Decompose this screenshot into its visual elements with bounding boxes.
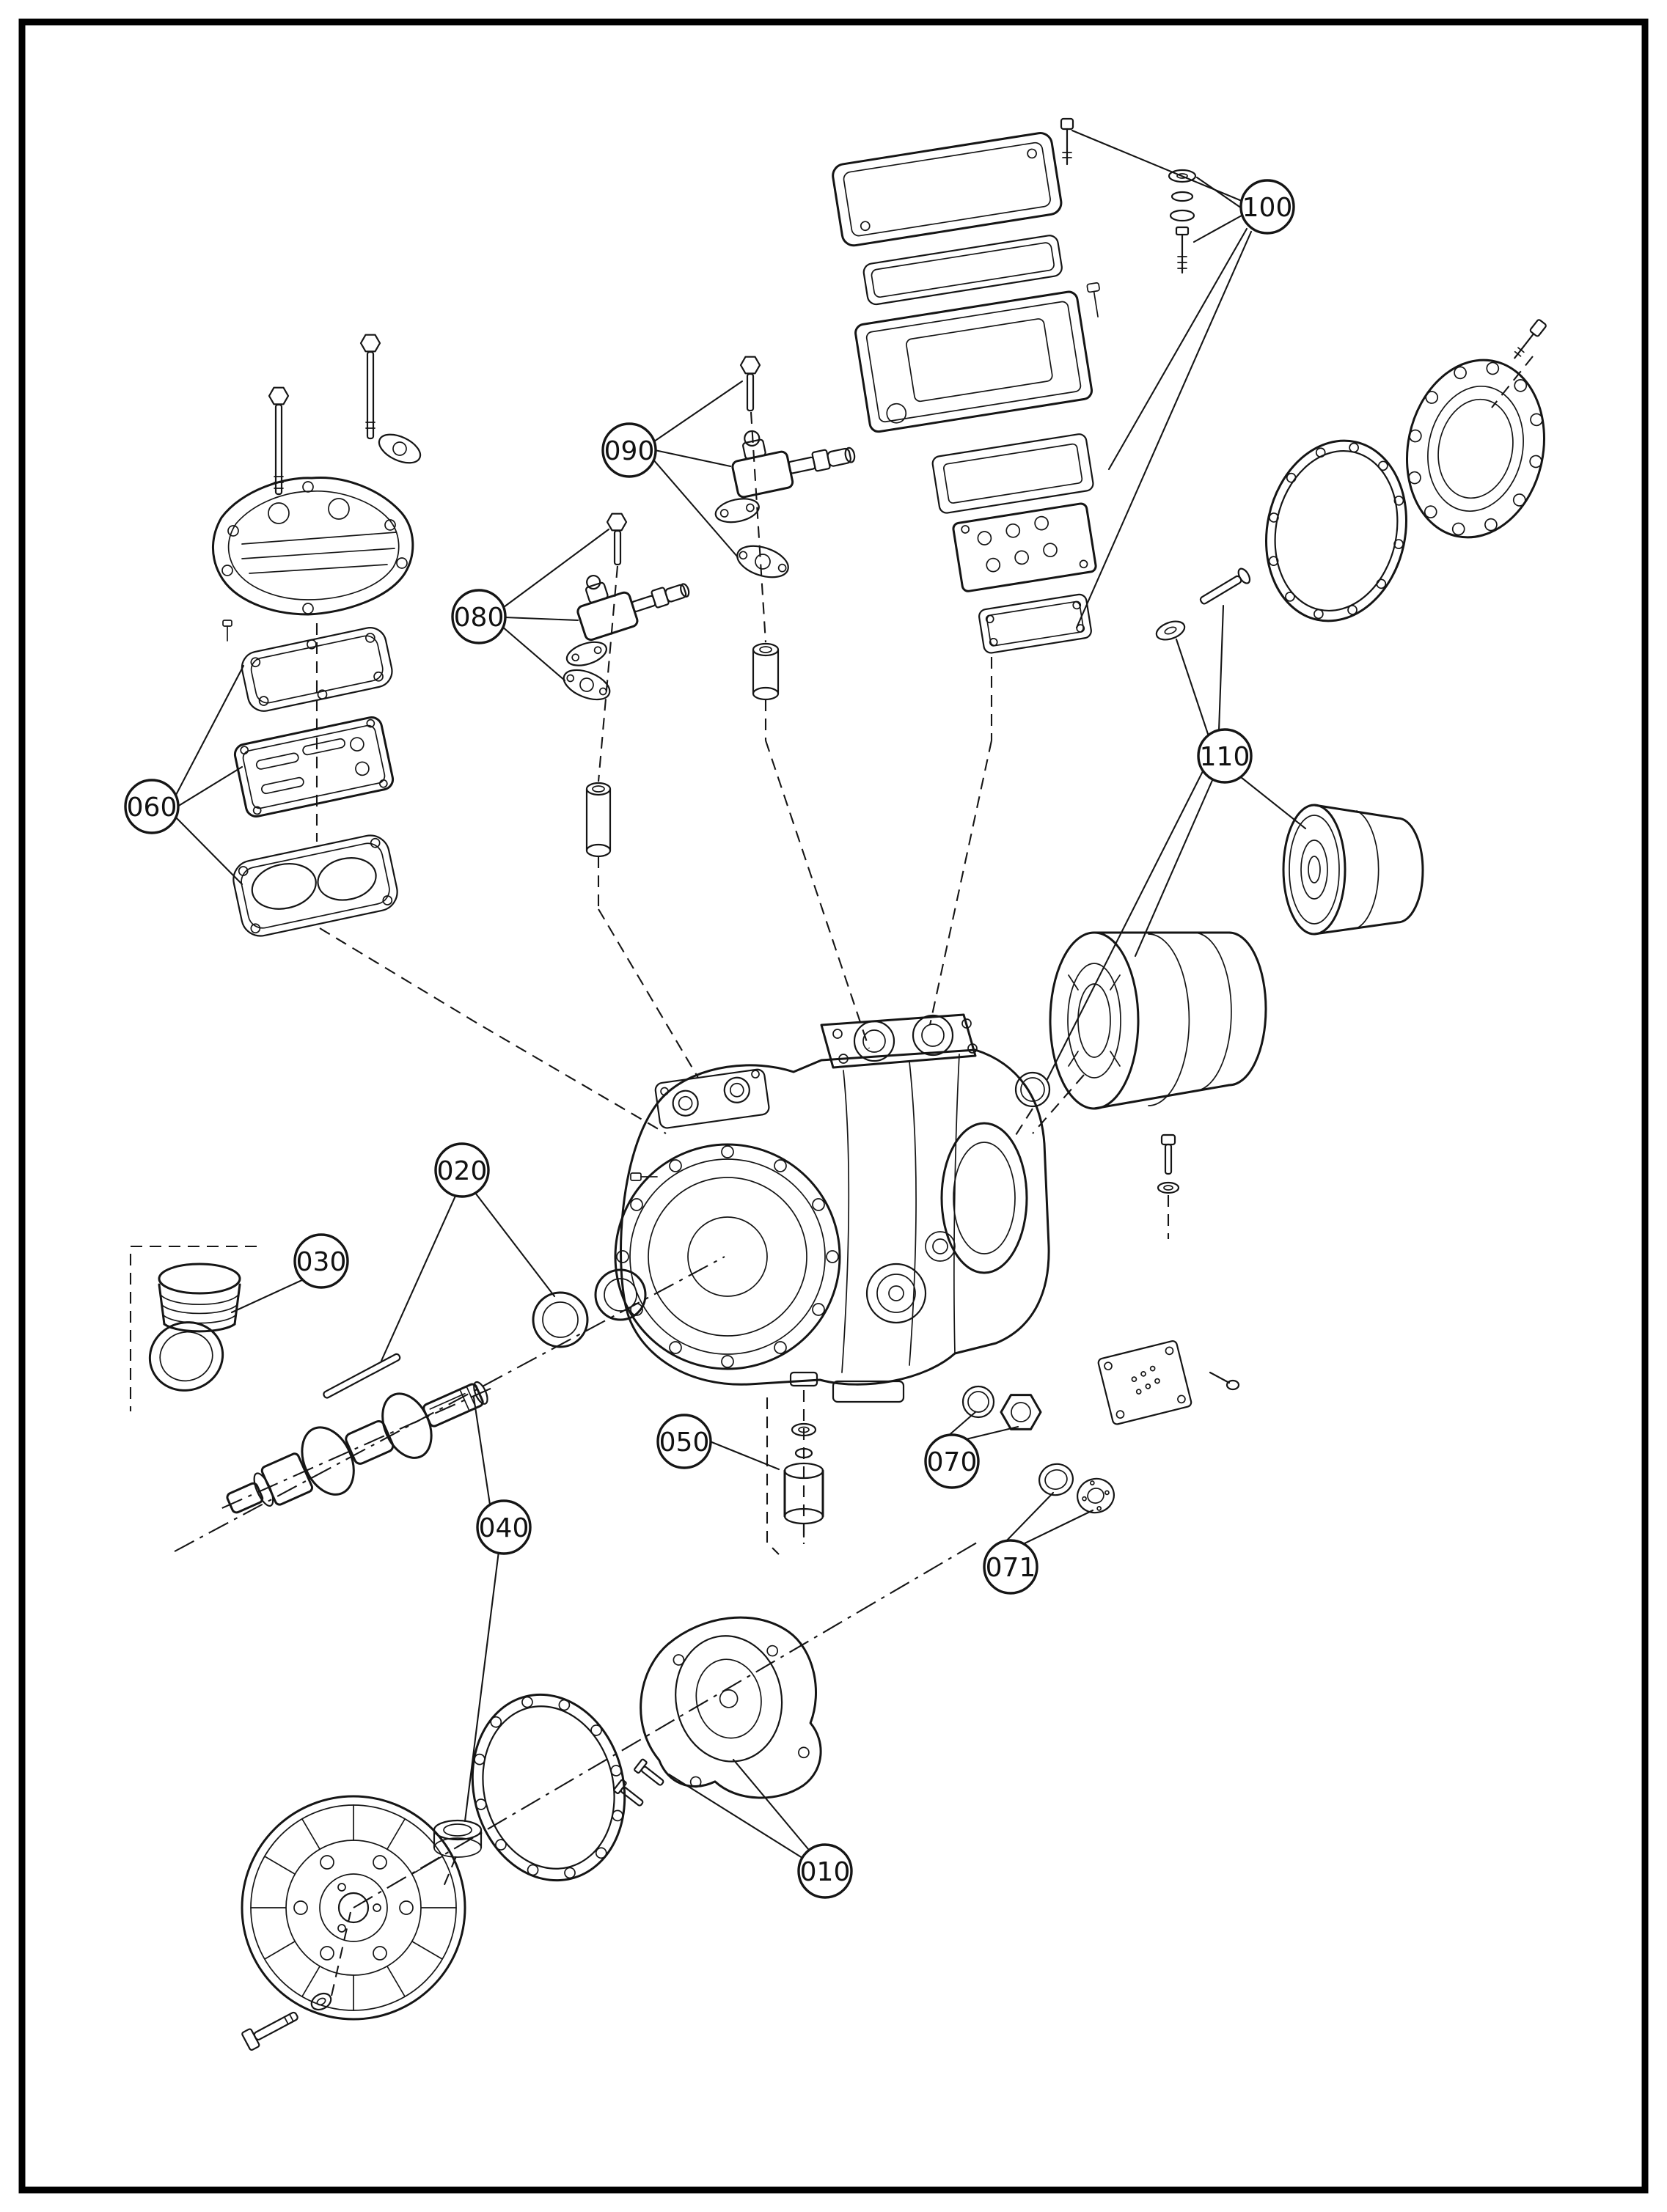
sight-glass-plate — [1097, 1340, 1192, 1425]
callout-090-label: 090 — [604, 436, 655, 466]
valve-080-flange — [563, 669, 611, 701]
bushing-1 — [532, 1291, 589, 1348]
flange-gasket-ring — [1265, 439, 1407, 622]
page-border — [18, 18, 1649, 2194]
valve-090-flange — [736, 545, 789, 578]
valve-090-bolt — [739, 356, 761, 412]
callout-050: 050 — [656, 1414, 712, 1469]
terminal-box-assembly — [832, 132, 1100, 654]
callout-010-label: 010 — [800, 1857, 851, 1887]
piston — [158, 1263, 241, 1333]
callout-040-label: 040 — [479, 1513, 530, 1543]
callout-070: 070 — [924, 1433, 980, 1489]
callout-030: 030 — [293, 1233, 349, 1289]
o-ring-large — [1014, 1071, 1051, 1108]
callout-100-label: 100 — [1242, 193, 1293, 223]
shaft-bushing-bottom — [433, 1819, 483, 1858]
seal-ring-1 — [1038, 1463, 1074, 1496]
head-gasket-upper — [241, 627, 393, 712]
callout-100: 100 — [1239, 179, 1295, 235]
bearing-cover-plate — [640, 1616, 822, 1799]
shaft-washer — [1155, 620, 1186, 641]
callout-071-label: 071 — [986, 1553, 1036, 1583]
callout-020: 020 — [434, 1142, 490, 1198]
callout-030-label: 030 — [296, 1247, 347, 1277]
flywheel-clutch-disc — [241, 1795, 466, 2021]
head-screw — [222, 620, 232, 642]
cover-bolt — [1060, 117, 1074, 166]
sight-glass-screw — [1209, 1371, 1240, 1391]
piston-ring — [148, 1321, 224, 1392]
callout-080: 080 — [451, 589, 507, 644]
washer-screw-set — [1168, 169, 1197, 274]
plate-screw-1 — [634, 1758, 664, 1786]
callout-060: 060 — [124, 779, 180, 834]
callout-060-label: 060 — [127, 793, 177, 823]
hex-plug-070 — [1000, 1394, 1042, 1430]
compressor-body — [614, 1013, 1050, 1403]
oil-pump-parts — [783, 1422, 824, 1538]
leader-lines — [174, 129, 1307, 1859]
callout-110: 110 — [1197, 728, 1253, 784]
piston-pin — [323, 1353, 401, 1399]
shutoff-valve-080 — [565, 574, 690, 666]
callout-071: 071 — [983, 1539, 1038, 1595]
motor-stator — [1049, 931, 1267, 1110]
housing-gasket-ring — [471, 1693, 626, 1882]
valve-080-bolt — [606, 512, 628, 566]
plate-screw-2 — [613, 1779, 644, 1807]
head-bolt-1 — [268, 386, 290, 496]
lifting-eyelet — [378, 433, 422, 464]
head-bolt-2 — [359, 334, 381, 440]
construction-lines — [129, 356, 1534, 1996]
valve-plate — [233, 716, 395, 818]
callout-110-label: 110 — [1200, 742, 1250, 772]
seal-ring-2 — [1077, 1477, 1115, 1514]
callout-080-label: 080 — [454, 603, 505, 633]
flywheel-washer — [310, 1992, 332, 2011]
flywheel-bolt — [241, 2011, 298, 2051]
valve-090-bushing — [752, 642, 780, 701]
valve-080-sleeve — [585, 782, 612, 858]
callout-040: 040 — [476, 1499, 532, 1555]
callout-090: 090 — [601, 422, 657, 478]
head-gasket-lower — [232, 834, 398, 937]
flange-bolt — [1514, 319, 1547, 359]
bushing-2 — [594, 1268, 647, 1321]
motor-rotor — [1282, 804, 1424, 936]
callout-020-label: 020 — [437, 1156, 488, 1186]
callout-050-label: 050 — [659, 1427, 710, 1458]
shaft-pin — [1199, 567, 1251, 605]
crankshaft — [221, 1381, 495, 1514]
shutoff-valve-090 — [714, 430, 856, 523]
callout-070-label: 070 — [927, 1447, 978, 1477]
callout-010: 010 — [797, 1843, 853, 1899]
o-ring-070 — [961, 1385, 995, 1419]
bearing-flange — [1406, 359, 1545, 539]
body-plug-bolt — [1157, 1133, 1180, 1194]
cylinder-head — [212, 476, 414, 616]
